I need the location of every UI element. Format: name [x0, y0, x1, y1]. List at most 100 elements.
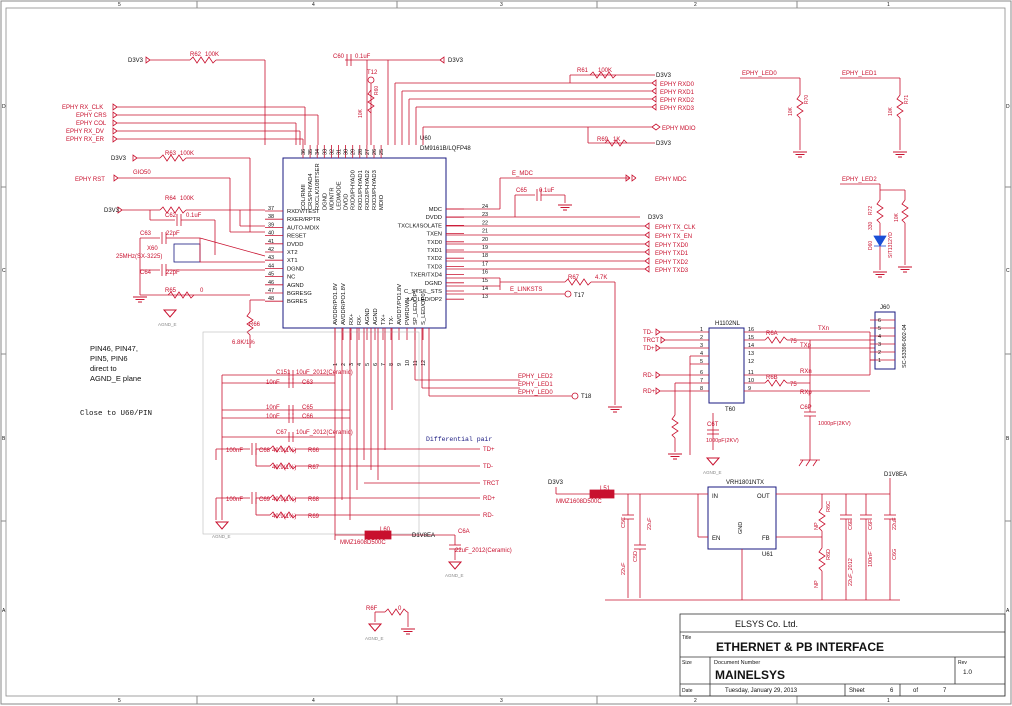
- agnd-plane-outline: [202, 331, 420, 535]
- reset-circuit: [113, 154, 265, 255]
- r64-value: 100K: [180, 196, 194, 202]
- d1v8ea-label: D1V8EA: [884, 472, 907, 478]
- net-ephy-led0b: EPHY_LED0: [518, 390, 553, 396]
- net-ephy-rxd2: EPHY RXD2: [660, 98, 695, 104]
- t60-pin-number: 5: [700, 359, 703, 365]
- u60-pin-name: RX-: [357, 315, 363, 325]
- r6c-np: NP: [814, 522, 820, 530]
- u60-pin-number: 38: [268, 214, 274, 220]
- u60-pin-name: SP_LED/OP1: [413, 290, 419, 325]
- u60-ref: U60: [420, 136, 432, 142]
- u60-pin-name: TX+: [381, 314, 387, 325]
- c6p-value: 1000pF(2KV): [818, 421, 851, 427]
- u60-pin-name: BGRES: [287, 299, 307, 305]
- col-label-top: 2: [694, 2, 697, 8]
- mdc-circuit: [446, 174, 640, 218]
- diff-net-labels: TD+ TD- TRCT RD+ RD-: [483, 447, 499, 519]
- tb-sheet-label: Sheet: [849, 688, 865, 694]
- c60-label: C60: [333, 54, 345, 60]
- net-ephy-led2b: EPHY_LED2: [518, 374, 553, 380]
- r63-label: R63: [165, 151, 177, 157]
- u60-pin-number: 10: [405, 360, 411, 366]
- l60-value: MMZ1608D500C: [340, 540, 386, 546]
- r62-circuit: [145, 56, 266, 145]
- tb-total: 7: [943, 688, 947, 694]
- u60-pin-name: RXCLK/10BTSER: [315, 163, 321, 210]
- u60-pin-name: TXER/TXD4: [410, 273, 443, 279]
- vreg-pin-fb: FB: [762, 536, 770, 542]
- led-pd-value: 10K: [894, 212, 900, 222]
- u60-pin-number: 12: [421, 360, 427, 366]
- u60-pin-name: MDIO: [379, 194, 385, 210]
- tb-company: ELSYS Co. Ltd.: [735, 619, 798, 629]
- u60-pin-number: 22: [482, 220, 488, 226]
- net-ephy-rxd1: EPHY RXD1: [660, 90, 695, 96]
- t18-label: T18: [581, 394, 592, 400]
- u60-pin-number: 18: [482, 253, 488, 259]
- u60-pin-name: XT2: [287, 250, 298, 256]
- c6p-label: C6P: [800, 405, 812, 411]
- r61-label: R61: [577, 68, 589, 74]
- agnd-label: AGND_E: [158, 322, 177, 327]
- r6a-value: 75: [790, 339, 797, 345]
- u60-pin-number: 40: [268, 231, 274, 237]
- c6a-label: C6A: [458, 529, 470, 535]
- r6f-label: R6F: [366, 606, 378, 612]
- u60-pin-name: COL/RMII: [301, 184, 307, 210]
- net-txp: TXp: [800, 343, 812, 349]
- d3v3-label: D3V3: [448, 58, 464, 64]
- t60-pin-number: 4: [700, 351, 703, 357]
- u60-pin-name: XT1: [287, 258, 298, 264]
- tb-of-label: of: [913, 688, 918, 694]
- tb-title: ETHERNET & PB INTERFACE: [716, 640, 884, 654]
- c69-label: C69: [259, 497, 271, 503]
- r6f-circuit: [374, 608, 416, 635]
- col-label-top: 3: [500, 2, 503, 8]
- u60-pin-name: RXER/RPTR: [287, 217, 321, 223]
- u61-label: U61: [762, 552, 774, 558]
- diff-pair-note: Differential pair: [426, 436, 492, 443]
- net-ephy-col: EPHY COL: [76, 121, 107, 127]
- net-td-minus-b: TD-: [643, 330, 653, 336]
- tb-docnum-label: Document Number: [714, 660, 760, 666]
- vreg-pin-gnd: GND: [738, 522, 744, 534]
- c6e-value: 22uF_2012: [848, 558, 854, 586]
- r6b-label: R6B: [766, 375, 778, 381]
- r68-value: 49.9(1%): [272, 497, 296, 503]
- row-label-right: A: [1006, 608, 1010, 614]
- c66-label: C66: [302, 414, 314, 420]
- c6t-label: C6T: [707, 422, 719, 428]
- u60-pin-number: 48: [268, 296, 274, 302]
- led-pulldowns: [740, 77, 908, 158]
- r71-label: R71: [904, 95, 910, 104]
- u60-pin-name: DVDD: [344, 194, 350, 210]
- u60-pin-name: AGND: [287, 283, 304, 289]
- u60-pin-number: 33: [322, 149, 328, 155]
- c64-label: C64: [140, 270, 152, 276]
- r65-value: 0: [200, 288, 204, 294]
- u60-pin-name: AUTO-MDIX: [287, 225, 320, 231]
- d60-part: SIT1312YD: [888, 232, 894, 258]
- c63-value: 22pF: [166, 231, 180, 237]
- c67-label: C67: [276, 430, 288, 436]
- t60-pin-number: 14: [748, 343, 754, 349]
- c65-label: C65: [516, 188, 528, 194]
- net-ephy-rx-dv: EPHY RX_DV: [66, 129, 104, 135]
- r64-label: R64: [165, 196, 177, 202]
- u60-pin-number: 34: [315, 149, 321, 155]
- d60-label: D60: [868, 241, 874, 250]
- t60-pin-number: 10: [748, 378, 754, 384]
- c6a-value: 22uF_2012(Ceramic): [455, 548, 512, 554]
- c6g-label: C6G: [892, 549, 898, 560]
- t60-pin-number: 9: [748, 386, 751, 392]
- u60-pin-name: BGRESG: [287, 291, 312, 297]
- u60-pin-number: 23: [482, 212, 488, 218]
- c60-circuit: [345, 54, 445, 145]
- net-gio50: GIO50: [133, 170, 151, 176]
- r72-value: 330: [868, 221, 874, 230]
- r67-value: 4.7K: [595, 275, 607, 281]
- net-e-mdc: E_MDC: [512, 171, 534, 177]
- r62-label: R62: [190, 52, 202, 58]
